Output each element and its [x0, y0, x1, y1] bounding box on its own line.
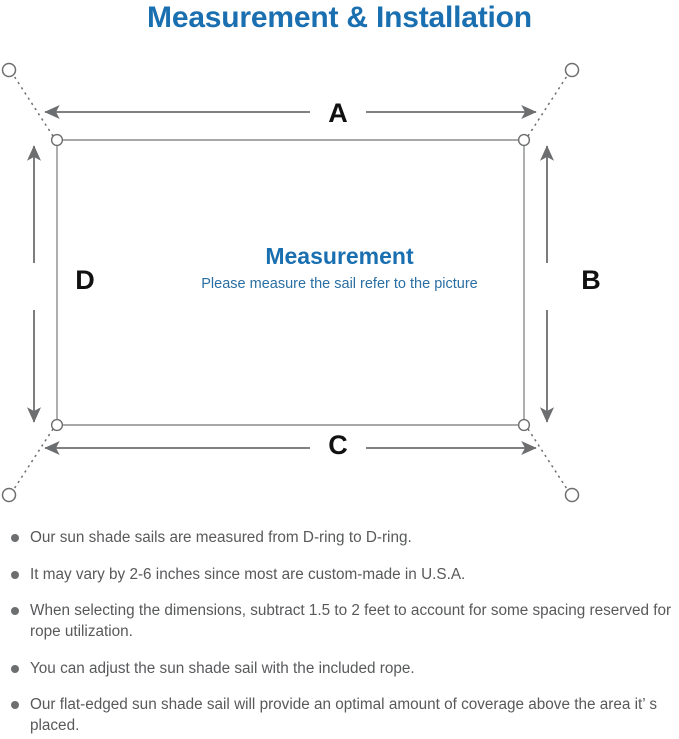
d-ring-top-left: [50, 133, 64, 147]
rope-line-bottom-left: [13, 428, 54, 490]
list-item: When selecting the dimensions, subtract …: [8, 601, 676, 642]
dimension-label-b: B: [566, 263, 616, 298]
dimension-label-a: A: [310, 98, 366, 129]
bullet-icon: [11, 701, 19, 710]
list-item: You can adjust the sun shade sail with t…: [8, 659, 676, 680]
note-text: Our flat-edged sun shade sail will provi…: [30, 696, 657, 734]
list-item: Our flat-edged sun shade sail will provi…: [8, 695, 676, 736]
bullet-icon: [11, 534, 19, 542]
note-text: It may vary by 2-6 inches since most are…: [30, 565, 466, 583]
note-text: You can adjust the sun shade sail with t…: [30, 659, 415, 677]
dimension-label-c: C: [310, 430, 366, 461]
sail-center-label: Measurement: [265, 243, 414, 269]
anchor-point-top-left: [1, 62, 17, 78]
bullet-icon: [11, 664, 19, 673]
rope-line-top-right: [527, 75, 568, 137]
list-item: Our sun shade sails are measured from D-…: [8, 528, 676, 549]
notes-list: Our sun shade sails are measured from D-…: [8, 528, 676, 736]
note-text: When selecting the dimensions, subtract …: [30, 602, 672, 640]
note-text: Our sun shade sails are measured from D-…: [30, 529, 412, 546]
d-ring-bottom-right: [517, 418, 531, 432]
anchor-point-bottom-left: [1, 487, 17, 503]
rope-line-top-left: [13, 75, 54, 137]
d-ring-top-right: [517, 133, 531, 147]
bullet-icon: [11, 607, 19, 616]
anchor-point-bottom-right: [564, 487, 580, 503]
dimension-label-d: D: [60, 263, 110, 298]
diagram-svg: [1, 62, 580, 503]
page-title: Measurement & Installation: [147, 1, 532, 34]
d-ring-bottom-left: [50, 418, 64, 432]
list-item: It may vary by 2-6 inches since most are…: [8, 565, 676, 586]
measurement-diagram: Measurement Please measure the sail refe…: [0, 48, 679, 518]
sail-center-sublabel: Please measure the sail refer to the pic…: [201, 276, 478, 292]
rope-line-bottom-right: [527, 428, 568, 490]
anchor-point-top-right: [564, 62, 580, 78]
sail-rectangle: [56, 139, 525, 426]
bullet-icon: [11, 570, 19, 579]
